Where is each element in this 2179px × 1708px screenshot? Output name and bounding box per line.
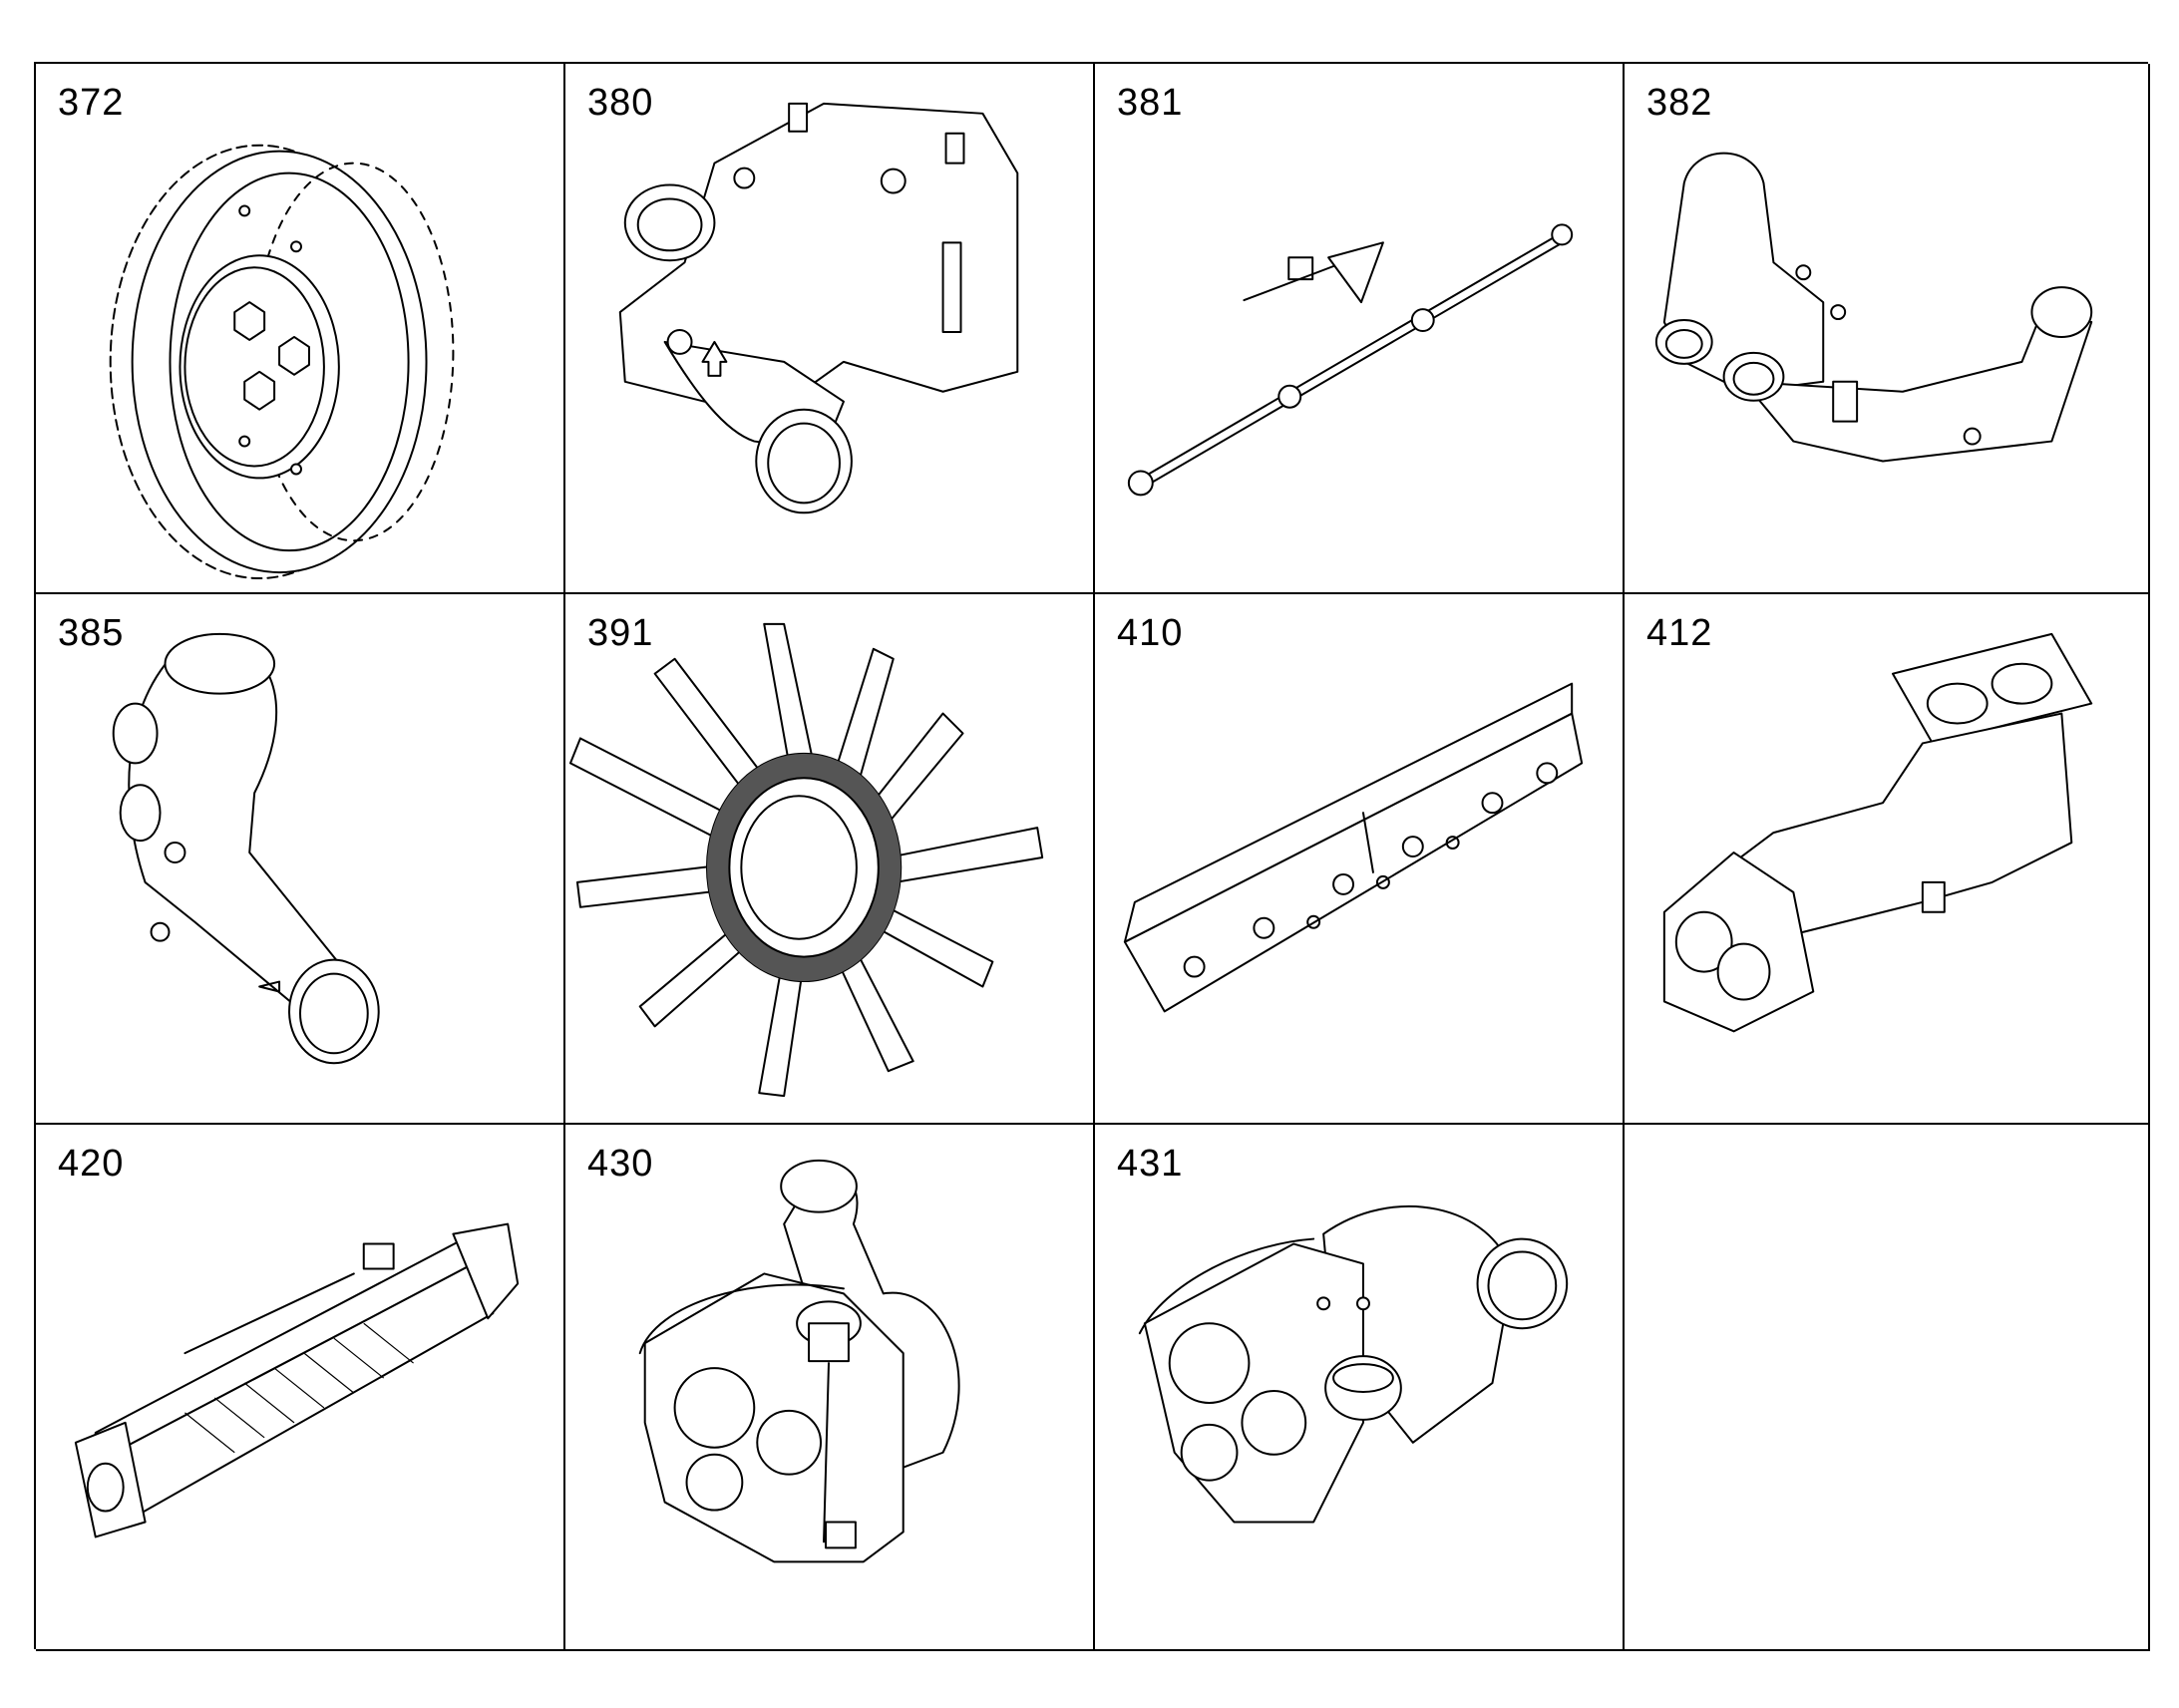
oil-pipe-icon	[1095, 64, 1623, 592]
part-cell-410[interactable]: 410	[1095, 594, 1625, 1125]
part-number: 382	[1646, 82, 1713, 124]
part-number: 431	[1117, 1143, 1184, 1185]
part-cell-382[interactable]: 382	[1625, 64, 2150, 594]
gear-icon	[36, 64, 563, 592]
pump-housing-icon	[565, 64, 1093, 592]
rail-bracket-icon	[1095, 594, 1623, 1123]
part-cell-385[interactable]: 385	[36, 594, 565, 1125]
part-number: 391	[587, 612, 654, 654]
turbocharger-icon	[1095, 1125, 1623, 1649]
egr-cooler-icon	[36, 1125, 563, 1649]
part-number: 410	[1117, 612, 1184, 654]
parts-grid: 372 380	[34, 62, 2150, 1651]
part-number: 381	[1117, 82, 1184, 124]
part-cell-430[interactable]: 430	[565, 1125, 1095, 1651]
elbow-pipe-icon	[36, 594, 563, 1123]
part-number: 380	[587, 82, 654, 124]
part-number: 385	[58, 612, 125, 654]
part-cell-381[interactable]: 381	[1095, 64, 1625, 594]
part-number: 430	[587, 1143, 654, 1185]
fan-icon	[565, 594, 1093, 1123]
turbocharger-icon	[565, 1125, 1093, 1649]
exhaust-manifold-icon	[1625, 594, 2148, 1123]
part-cell-372[interactable]: 372	[36, 64, 565, 594]
coolant-manifold-icon	[1625, 64, 2148, 592]
part-number: 420	[58, 1143, 125, 1185]
part-number: 412	[1646, 612, 1713, 654]
part-cell-391[interactable]: 391	[565, 594, 1095, 1125]
part-number: 372	[58, 82, 125, 124]
part-cell-412[interactable]: 412	[1625, 594, 2150, 1125]
part-cell-empty	[1625, 1125, 2150, 1651]
part-cell-380[interactable]: 380	[565, 64, 1095, 594]
part-cell-420[interactable]: 420	[36, 1125, 565, 1651]
part-cell-431[interactable]: 431	[1095, 1125, 1625, 1651]
